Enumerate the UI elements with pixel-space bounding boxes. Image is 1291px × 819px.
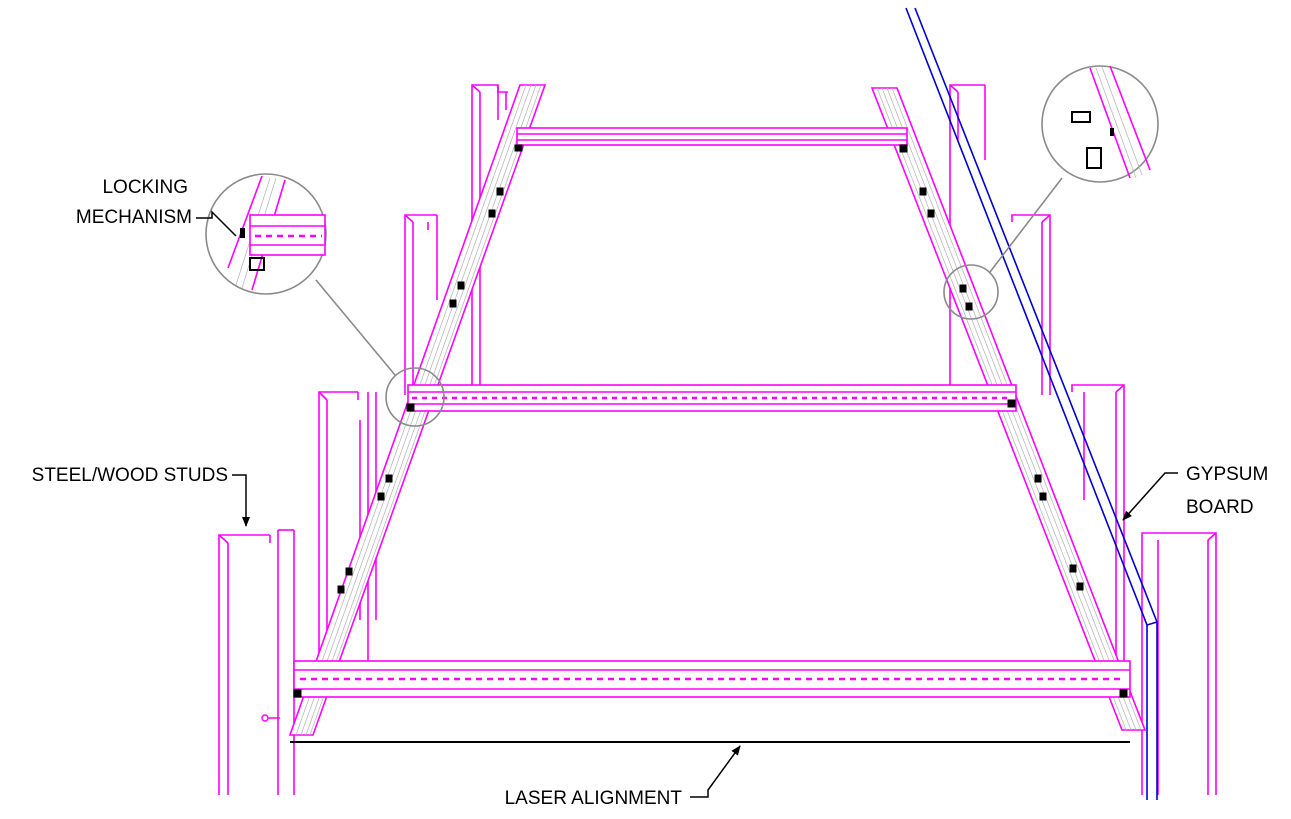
- stud-back-right: [949, 84, 986, 395]
- stud-mid-right: [1011, 214, 1051, 395]
- gypsum-label-line2: BOARD: [1186, 497, 1254, 518]
- leaders: [196, 210, 1178, 798]
- stud-front-right-2: [1071, 384, 1125, 668]
- ladder-frame: [261, 84, 1147, 736]
- studs-label: STEEL/WOOD STUDS: [32, 465, 228, 486]
- studs: [218, 84, 1217, 795]
- gypsum-board: [905, 7, 1158, 800]
- right-detail: [1071, 65, 1151, 179]
- stud-front-right: [1141, 532, 1217, 795]
- labels: LOCKING MECHANISM STEEL/WOOD STUDS GYPSU…: [32, 177, 1269, 809]
- bottom-rung: [293, 660, 1131, 698]
- gypsum-label-line1: GYPSUM: [1186, 464, 1268, 485]
- stud-mid-left: [404, 214, 438, 395]
- right-detail-callout: [943, 65, 1159, 320]
- rail-clips: [293, 144, 1128, 698]
- middle-rung: [407, 384, 1017, 412]
- locking-detail: [227, 175, 326, 291]
- locking-mechanism-callout: [205, 173, 445, 427]
- top-rung: [516, 127, 908, 146]
- stud-front-left: [218, 529, 295, 795]
- laser-label: LASER ALIGNMENT: [505, 788, 683, 809]
- locking-label-line2: MECHANISM: [76, 207, 192, 228]
- locking-label-line1: LOCKING: [102, 177, 188, 198]
